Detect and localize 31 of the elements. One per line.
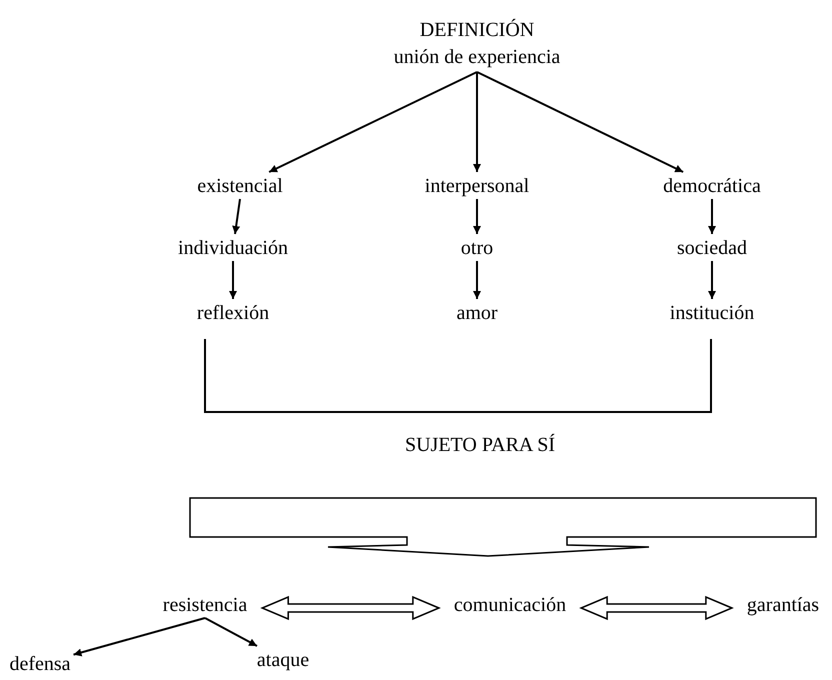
node-label: SUJETO PARA SÍ [404,433,556,457]
node-label: comunicación [454,593,566,617]
arrow [204,617,258,647]
node-label: resistencia [162,593,248,617]
node-heading: DEFINICIÓN [420,18,534,43]
arrow [229,261,237,299]
arrow [708,261,716,299]
bracket-line [204,339,712,413]
node-label: sociedad [677,236,747,260]
node-label: unión de experiencia [394,45,560,70]
node-label: institución [670,301,754,325]
node-label: individuación [178,236,288,260]
arrow [708,199,716,234]
arrow [473,261,481,299]
node-label: existencial [197,174,283,198]
double-arrow [579,596,734,620]
node-label: otro [460,236,494,260]
node-label: amor [456,301,498,325]
node-label: garantías [746,593,820,617]
arrow [473,72,481,172]
node-label: reflexión [196,301,270,325]
arrow [232,198,241,234]
arrow [476,71,684,173]
node-label: democrática [663,174,761,198]
node-label: ataque [256,648,310,672]
arrow [73,617,206,656]
arrow [268,71,478,173]
node-label: defensa [9,652,71,676]
double-arrow [260,596,441,620]
arrow [473,199,481,234]
node-label: interpersonal [424,174,530,198]
